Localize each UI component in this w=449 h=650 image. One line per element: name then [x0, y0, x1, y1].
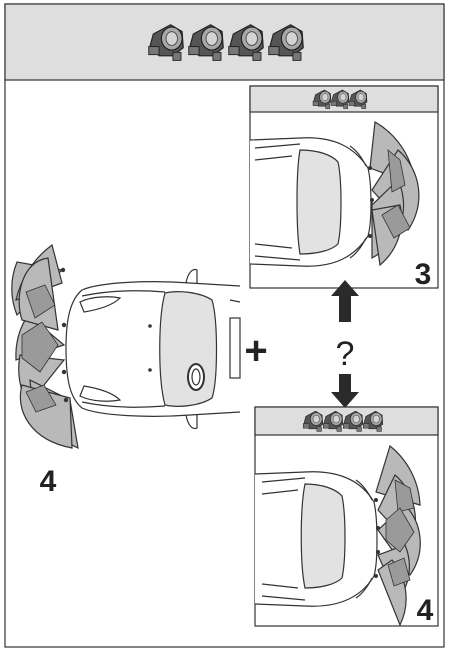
- question-mark: ?: [336, 335, 355, 373]
- choice-arrows: ?: [331, 280, 359, 408]
- front-bumper-sensors: [60, 267, 69, 403]
- option-a-zones: [369, 121, 420, 267]
- option-b-car: [255, 471, 378, 607]
- front-sensor-count: 4: [40, 465, 57, 498]
- header-band: [4, 3, 445, 81]
- option-a-sensors: [312, 89, 368, 109]
- arrow-up-icon: [331, 280, 359, 322]
- option-b-count: 4: [417, 594, 434, 627]
- option-a-count: 3: [415, 258, 432, 291]
- front-sensor-zones: [11, 243, 79, 449]
- option-three-sensors: 3: [249, 85, 439, 291]
- arrow-down-icon: [331, 374, 359, 408]
- option-b-zones: [375, 444, 421, 626]
- option-a-car: [250, 137, 372, 267]
- plus-sign: +: [244, 329, 267, 373]
- main-car: [65, 268, 241, 430]
- option-four-sensors: 4: [254, 406, 439, 627]
